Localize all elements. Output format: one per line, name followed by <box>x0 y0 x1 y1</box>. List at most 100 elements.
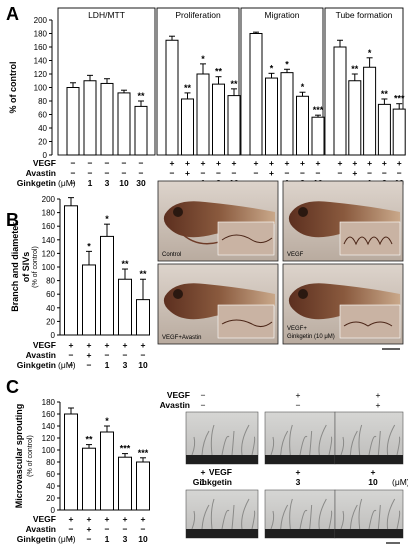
panel-label-c: C <box>6 377 19 397</box>
panel-b-table-cell: − <box>141 350 146 360</box>
panel-c-y-tick-label: 120 <box>42 434 56 443</box>
panel-c-table-cell: + <box>141 514 146 524</box>
panel-a-y-tick-label: 200 <box>34 16 48 25</box>
panel-a-table-cell: − <box>88 158 93 168</box>
panel-a-table-cell: + <box>338 158 343 168</box>
panel-a-table-cell: + <box>316 158 321 168</box>
panel-a-table-cell: − <box>105 158 110 168</box>
panel-c-y-label-note: (% of control) <box>27 435 34 477</box>
panel-a-table-cell: − <box>201 168 206 178</box>
panel-b-table-cell: − <box>87 360 92 370</box>
panel-c-y-tick-label: 0 <box>51 506 56 515</box>
panel-b-y-tick-label: 40 <box>46 304 55 313</box>
panel-a-table-cell: + <box>397 158 402 168</box>
panel-b-table-cell: 3 <box>123 360 128 370</box>
zebrafish-image-vegf-ginkgetin: VEGF+ Ginkgetin (10 μM) <box>282 263 404 345</box>
panel-a-table-cell: + <box>254 158 259 168</box>
panel-a-bar <box>280 72 294 156</box>
panel-a-y-tick-label: 60 <box>38 111 47 120</box>
panel-a-table-cell: − <box>285 168 290 178</box>
panel-a-significance: * <box>368 48 372 58</box>
panel-b-bar <box>64 205 78 336</box>
panel-a-table-cell: − <box>122 168 127 178</box>
panel-c-bar <box>100 431 114 511</box>
panel-b-y-tick-label: 160 <box>42 222 56 231</box>
panel-a-y-tick-label: 80 <box>38 97 47 106</box>
panel-c-significance: * <box>105 416 109 426</box>
panel-b-y-label-2: of SIVs <box>21 252 31 283</box>
panel-a-table-cell: + <box>367 158 372 168</box>
panel-c-bar <box>64 413 78 511</box>
panel-a-table-cell: − <box>139 168 144 178</box>
panel-c-table-cell: − <box>69 534 74 544</box>
panel-a-bar <box>212 83 225 156</box>
panel-a-table-cell: + <box>300 158 305 168</box>
panel-a-significance: *** <box>313 105 324 115</box>
panel-c-table-cell: + <box>87 524 92 534</box>
panel-a-table-cell: − <box>254 168 259 178</box>
zebrafish-caption-vegf-ginkgetin-1: VEGF+ <box>287 326 307 332</box>
panel-b-table-row-label: Avastin <box>26 350 56 360</box>
panel-c-y-tick-label: 40 <box>46 482 55 491</box>
panel-b-y-tick-label: 120 <box>42 249 56 258</box>
panel-c-table-cell: + <box>87 514 92 524</box>
panel-b-y-tick-label: 200 <box>42 195 56 204</box>
panel-a-table-cell: − <box>139 158 144 168</box>
sprout-bottom-cell: + <box>371 467 376 477</box>
zebrafish-image-vegf: VEGF <box>282 180 404 262</box>
panel-b-bar <box>82 264 96 336</box>
zebrafish-caption-control: Control <box>162 252 181 258</box>
panel-a-bar <box>181 98 194 156</box>
panel-a-table-cell: + <box>269 168 274 178</box>
panel-a-table-cell: + <box>269 158 274 168</box>
panel-b-table-cell: − <box>69 350 74 360</box>
panel-c-table-cell: + <box>105 514 110 524</box>
panel-a-table-cell: + <box>185 168 190 178</box>
panel-a-table-row-label: Avastin <box>26 168 56 178</box>
panel-a-table-unit: (μM) <box>58 178 76 188</box>
panel-a-bar <box>348 80 362 156</box>
sprout-bottom-row-label: VEGF <box>209 467 232 477</box>
panel-c-table-cell: + <box>69 514 74 524</box>
panel-a-y-tick-label: 40 <box>38 124 47 133</box>
panel-a-table-cell: − <box>71 158 76 168</box>
zebrafish-caption-vegf: VEGF <box>287 252 304 258</box>
panel-c-table-cell: − <box>87 534 92 544</box>
panel-c-significance: *** <box>120 444 131 454</box>
panel-b-table-cell: − <box>105 350 110 360</box>
panel-b-table-cell: − <box>123 350 128 360</box>
panel-a-table-row-label: Ginkgetin <box>17 178 56 188</box>
panel-c-table-cell: − <box>69 524 74 534</box>
panel-a-table-cell: − <box>382 168 387 178</box>
sprout-image-bottom <box>185 489 259 539</box>
panel-b-y-label: Branch and diameter <box>10 222 20 312</box>
panel-c-y-tick-label: 100 <box>42 446 56 455</box>
sprout-top-cell: + <box>296 390 301 400</box>
sprout-top-cell: − <box>201 400 206 410</box>
panel-c-table-cell: 1 <box>105 534 110 544</box>
panel-b-table-cell: 1 <box>105 360 110 370</box>
panel-b-bar <box>100 235 114 336</box>
zebrafish-image-control: Control <box>157 180 279 262</box>
panel-a-significance: ** <box>184 83 192 93</box>
panel-a-table-cell: − <box>367 168 372 178</box>
panel-b-table-row-label: Ginkgetin <box>17 360 56 370</box>
panel-c-y-tick-label: 180 <box>42 398 56 407</box>
panel-a-table-cell: − <box>105 168 110 178</box>
panel-c-y-tick-label: 140 <box>42 422 56 431</box>
sprout-top-cell: + <box>376 390 381 400</box>
panel-c-bar <box>82 447 96 511</box>
panel-c-table-cell: + <box>123 514 128 524</box>
panel-a-group-title: LDH/MTT <box>88 10 125 20</box>
panel-c-table-unit: (μM) <box>58 534 76 544</box>
panel-b-y-tick-label: 0 <box>51 331 56 340</box>
panel-b-table-cell: 10 <box>138 360 148 370</box>
sprout-bottom-cell: 1 <box>201 477 206 487</box>
panel-a-significance: ** <box>137 91 145 101</box>
panel-b-table-cell: + <box>69 340 74 350</box>
panel-b-y-tick-label: 180 <box>42 209 56 218</box>
sprout-top-row-label: VEGF <box>167 390 190 400</box>
panel-a-bar <box>83 80 97 156</box>
